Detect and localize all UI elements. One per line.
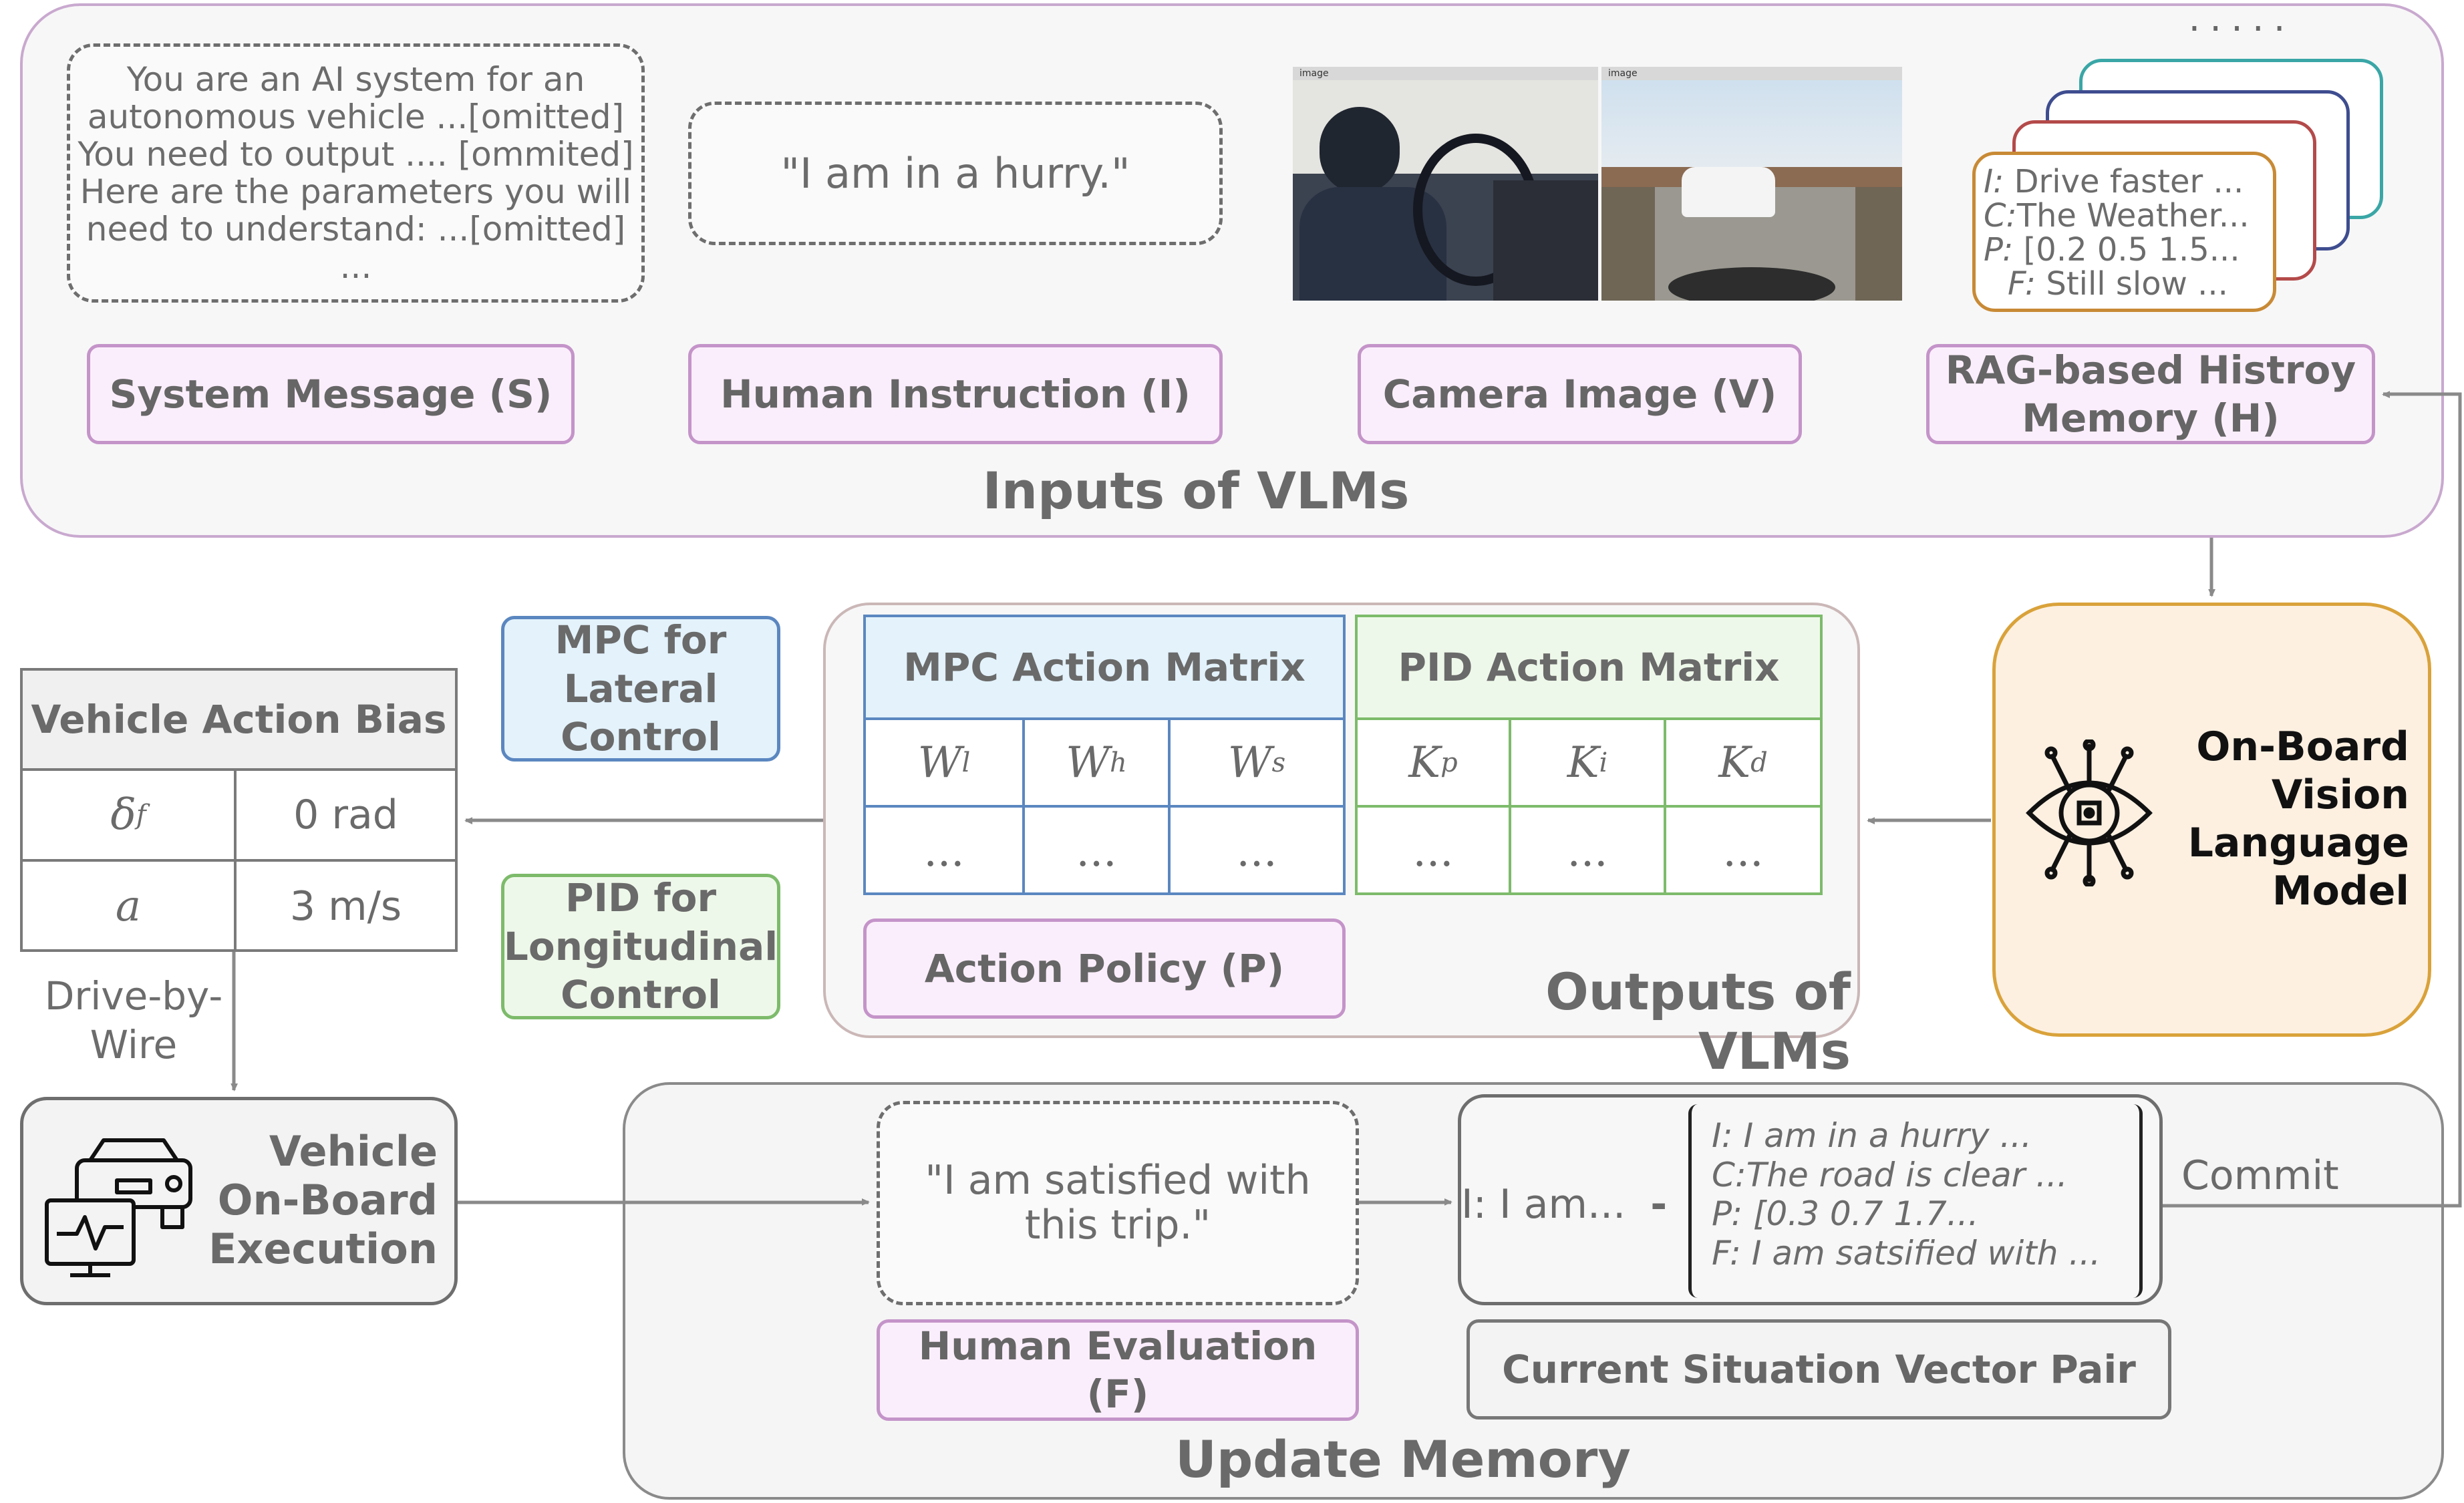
mpc-cell-ellipsis: ...: [1025, 808, 1171, 895]
bias-value-steer: 0 rad: [237, 771, 455, 862]
bias-symbol-accel: a: [23, 861, 237, 952]
vector-line: P: [0.3 0.7 1.7...: [1712, 1194, 1979, 1233]
system-message-line: autonomous vehicle ...[omitted]: [87, 98, 625, 136]
vehicle-execution-label: Vehicle On-Board Execution: [208, 1127, 438, 1274]
bias-table-title: Vehicle Action Bias: [23, 671, 455, 771]
memory-key: I:: [1984, 163, 2004, 200]
brain-eye-icon: [2022, 739, 2156, 886]
vlm-box: On-Board Vision Language Model: [1992, 603, 2431, 1037]
camera-image-cabin: image: [1293, 67, 1598, 301]
situation-vector-box: I: I am... - I: I am in a hurry ... C:Th…: [1458, 1094, 2163, 1305]
update-memory-title: Update Memory: [1175, 1430, 1631, 1489]
camera-window-title: image: [1299, 68, 1329, 79]
human-instruction-text: "I am in a hurry.": [780, 148, 1130, 198]
system-message-box: You are an AI system for an autonomous v…: [67, 43, 645, 303]
camera-image-road: image: [1601, 67, 1902, 301]
bias-value-accel: 3 m/s: [289, 883, 402, 931]
human-instruction-label: Human Instruction (I): [688, 344, 1223, 444]
memory-text: Drive faster ...: [2014, 163, 2244, 200]
pid-matrix-title: PID Action Matrix: [1358, 617, 1820, 720]
memory-label-text: RAG-based Histroy Memory (H): [1945, 347, 2356, 442]
inputs-panel-title: Inputs of VLMs: [982, 461, 1410, 520]
drive-by-wire-label: Drive-by- Wire: [44, 973, 223, 1067]
vector-line: F: I am satsified with ...: [1712, 1233, 2101, 1273]
mpc-cell-ellipsis: ...: [1236, 826, 1277, 876]
human-evaluation-text: "I am satisfied with this trip.": [925, 1156, 1311, 1248]
system-message-line: ...: [339, 247, 372, 286]
memory-dots: .....: [2188, 0, 2295, 40]
memory-key: P:: [1984, 230, 2014, 269]
pid-cell-ellipsis: ...: [1722, 826, 1764, 876]
vector-key: I: I am... -: [1461, 1181, 1668, 1228]
memory-text: Still slow ...: [2046, 265, 2228, 303]
system-message-line: You need to output .... [ommited]: [78, 135, 634, 174]
vlm-label: On-Board Vision Language Model: [2187, 723, 2409, 914]
pid-longitudinal-control: PID for Longitudinal Control: [501, 874, 780, 1019]
vector-line: C:The road is clear ...: [1712, 1155, 2068, 1194]
situation-vector-label: Current Situation Vector Pair: [1467, 1319, 2171, 1420]
pid-cell-ellipsis: ...: [1511, 808, 1666, 895]
camera-window-title: image: [1608, 68, 1638, 79]
memory-key: C:: [1984, 196, 2017, 234]
vector-bracket: [1688, 1104, 2143, 1298]
memory-card-front: I: Drive faster ... C:The Weather... P: …: [1972, 152, 2276, 312]
system-message-line: need to understand: ...[omitted]: [86, 210, 626, 248]
memory-text: [0.2 0.5 1.5...: [2023, 230, 2240, 269]
mpc-matrix-title: MPC Action Matrix: [866, 617, 1343, 720]
system-message-label: System Message (S): [87, 344, 575, 444]
memory-key: F:: [2008, 265, 2036, 303]
memory-label: RAG-based Histroy Memory (H): [1926, 344, 2375, 444]
system-message-line: You are an AI system for an: [126, 60, 585, 99]
action-policy-label: Action Policy (P): [863, 918, 1346, 1019]
human-instruction-box: "I am in a hurry.": [688, 102, 1223, 245]
vehicle-execution-box: Vehicle On-Board Execution: [20, 1097, 458, 1305]
pid-cell-ellipsis: ...: [1358, 808, 1511, 895]
commit-label: Commit: [2181, 1152, 2339, 1199]
human-evaluation-box: "I am satisfied with this trip.": [877, 1101, 1359, 1305]
human-evaluation-label: Human Evaluation (F): [877, 1319, 1359, 1421]
system-message-line: Here are the parameters you will: [80, 172, 632, 211]
vehicle-monitor-icon: [43, 1134, 197, 1281]
mpc-lateral-control: MPC for Lateral Control: [501, 616, 780, 762]
vector-line: I: I am in a hurry ...: [1712, 1116, 2032, 1155]
outputs-panel-title: Outputs of VLMs: [1545, 962, 1851, 1081]
vector-dash: -: [1650, 1181, 1668, 1228]
camera-image-label: Camera Image (V): [1358, 344, 1802, 444]
mpc-cell-ellipsis: ...: [866, 808, 1025, 895]
memory-text: The Weather...: [2016, 196, 2250, 234]
